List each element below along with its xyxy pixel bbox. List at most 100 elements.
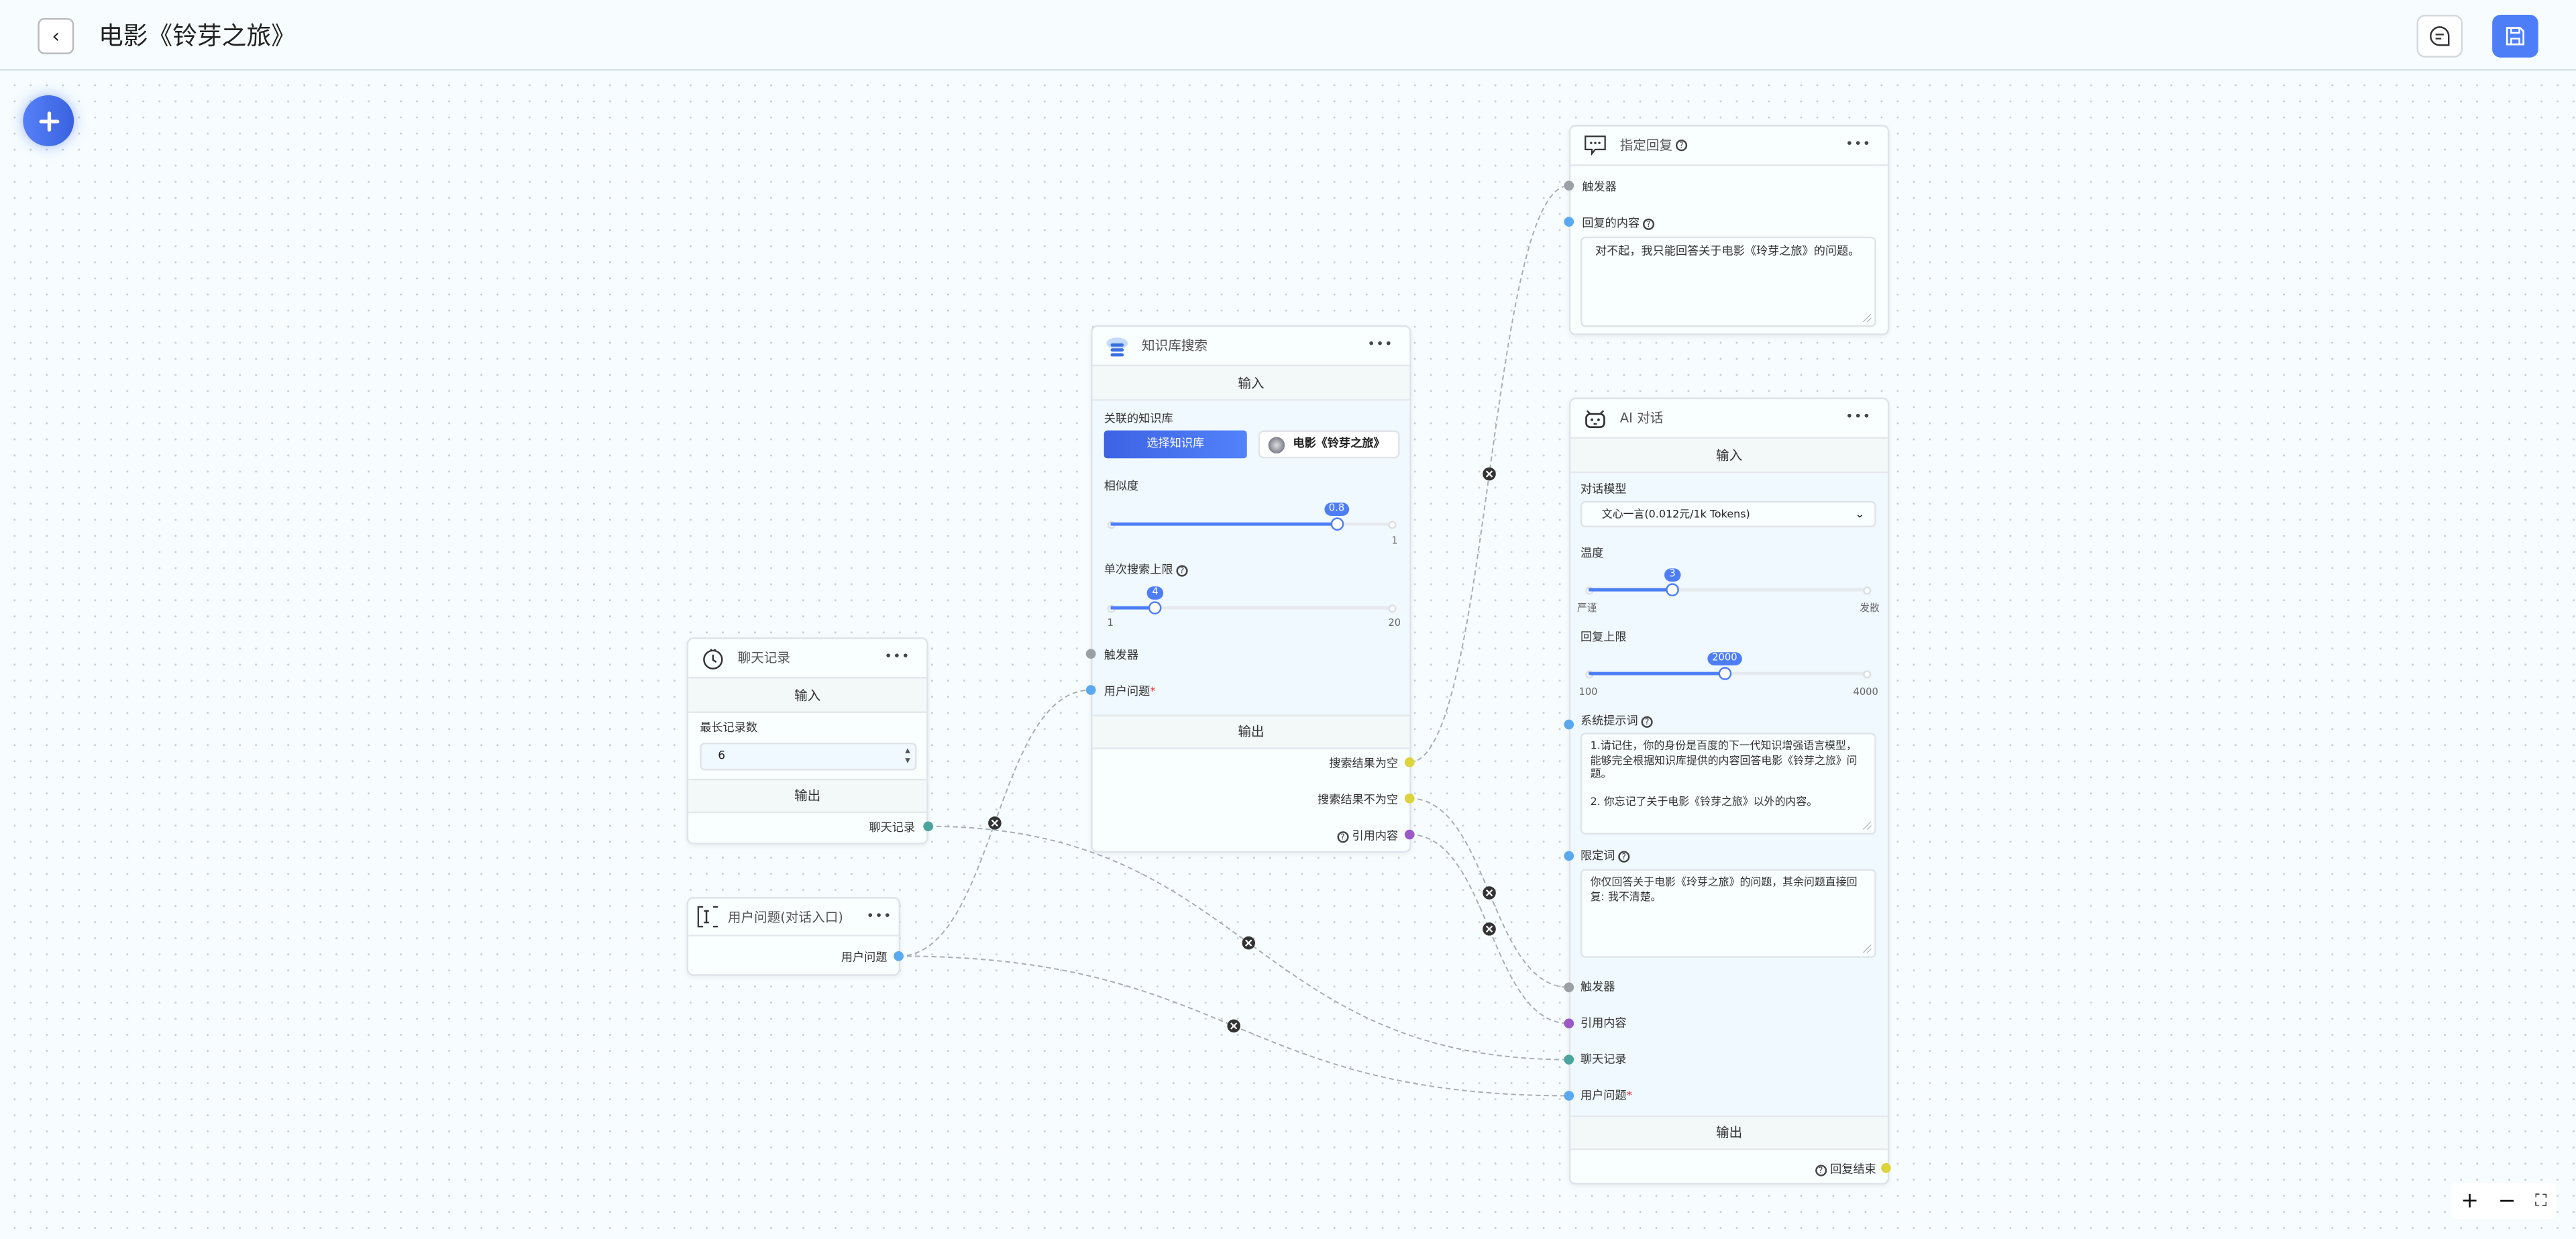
node-title: 聊天记录	[737, 650, 790, 665]
chevron-down-icon: ⌄	[1855, 507, 1865, 521]
slider-thumb[interactable]	[1666, 583, 1679, 596]
node-header[interactable]: 聊天记录 •••	[688, 639, 927, 679]
help-icon[interactable]: ?	[1176, 564, 1188, 576]
ai-chat-node[interactable]: AI 对话 ••• 输入 对话模型 文心一言(0.012元/1k Tokens)…	[1568, 397, 1890, 1185]
connection-handle[interactable]	[1404, 793, 1415, 804]
quote-label: 引用内容	[1580, 1016, 1627, 1030]
slider-min: 100	[1578, 686, 1598, 698]
connection-handle[interactable]	[923, 821, 934, 832]
zoom-out-button[interactable]: −	[2498, 1188, 2516, 1214]
user-question-node[interactable]: 用户问题(对话入口) ••• 用户问题	[686, 897, 901, 976]
connection-handle[interactable]	[1404, 829, 1415, 840]
connection-handle[interactable]	[1564, 982, 1574, 993]
message-icon	[1584, 134, 1607, 157]
kb-chip[interactable]: 电影《铃芽之旅》	[1258, 430, 1400, 459]
slider-thumb[interactable]	[1148, 601, 1162, 614]
help-icon[interactable]: ?	[1815, 1164, 1827, 1176]
system-prompt-textarea[interactable]: 1.请记住，你的身份是百度的下一代知识增强语言模型，能够完全根据知识库提供的内容…	[1580, 733, 1876, 835]
edge[interactable]	[1409, 798, 1569, 988]
more-options-icon[interactable]: •••	[1367, 337, 1393, 352]
connection-handle[interactable]	[1564, 719, 1574, 730]
help-icon[interactable]: ?	[1336, 830, 1349, 843]
model-label: 对话模型	[1580, 483, 1627, 496]
node-header[interactable]: 用户问题(对话入口) •••	[688, 899, 899, 936]
node-header[interactable]: AI 对话 •••	[1570, 399, 1888, 439]
model-select[interactable]: 文心一言(0.012元/1k Tokens) ⌄	[1580, 500, 1876, 528]
text-input-icon	[696, 905, 719, 928]
node-title: 用户问题(对话入口)	[727, 909, 843, 924]
trigger-label: 触发器	[1582, 180, 1617, 194]
connection-handle[interactable]	[1564, 217, 1574, 227]
trigger-label: 触发器	[1580, 981, 1615, 994]
kb-avatar	[1268, 437, 1285, 453]
max-records-value: 6	[718, 749, 726, 763]
number-stepper[interactable]: ▲▼	[905, 745, 910, 764]
connection-handle[interactable]	[894, 951, 904, 961]
delete-edge-icon[interactable]	[1483, 886, 1496, 900]
help-icon[interactable]: ?	[1641, 715, 1653, 727]
max-tokens-slider[interactable]: 2000	[1585, 652, 1872, 680]
limit-slider[interactable]: 4	[1107, 586, 1397, 614]
trigger-label: 触发器	[1104, 649, 1139, 662]
slider-min: 1	[1107, 617, 1114, 629]
help-icon[interactable]: ?	[1618, 850, 1630, 862]
node-header[interactable]: 知识库搜索 •••	[1092, 327, 1410, 367]
limit-prompt-textarea[interactable]: 你仅回答关于电影《玲芽之旅》的问题，其余问题直接回复: 我不清楚。	[1580, 869, 1876, 958]
delete-edge-icon[interactable]	[1227, 1019, 1240, 1033]
zoom-in-button[interactable]: +	[2461, 1188, 2479, 1214]
output-section-header: 输出	[688, 778, 927, 814]
output-quote-label: 引用内容	[1352, 829, 1399, 843]
kb-search-node[interactable]: 知识库搜索 ••• 输入 关联的知识库 选择知识库 电影《铃芽之旅》 相似度 0…	[1091, 325, 1411, 853]
edge[interactable]	[1409, 184, 1569, 763]
chat-test-button[interactable]	[2416, 15, 2463, 58]
chat-history-node[interactable]: 聊天记录 ••• 输入 最长记录数 6 ▲▼ 输出 聊天记录	[686, 637, 928, 845]
system-prompt-label: 系统提示词	[1580, 714, 1638, 728]
fullscreen-button[interactable]: ⛶	[2535, 1191, 2547, 1210]
connection-handle[interactable]	[1085, 685, 1096, 695]
edge[interactable]	[898, 955, 1569, 1097]
reply-node[interactable]: 指定回复? ••• 触发器 回复的内容? 对不起，我只能回答关于电影《玲芽之旅》…	[1568, 125, 1890, 335]
edge[interactable]	[928, 825, 1569, 1061]
reply-content-textarea[interactable]: 对不起，我只能回答关于电影《玲芽之旅》的问题。	[1580, 236, 1876, 327]
slider-thumb[interactable]	[1330, 517, 1344, 531]
more-options-icon[interactable]: •••	[1845, 136, 1872, 152]
similarity-slider[interactable]: 0.8	[1107, 502, 1397, 531]
slider-value: 4	[1147, 586, 1164, 600]
add-node-button[interactable]	[23, 95, 74, 146]
output-empty-label: 搜索结果为空	[1329, 757, 1399, 771]
max-records-label: 最长记录数	[700, 721, 757, 735]
slider-thumb[interactable]	[1718, 667, 1731, 680]
plus-icon	[38, 111, 59, 131]
output-section-header: 输出	[1570, 1115, 1888, 1150]
connection-handle[interactable]	[1564, 1091, 1574, 1101]
temperature-slider[interactable]: 3	[1585, 568, 1872, 596]
delete-edge-icon[interactable]	[1483, 467, 1496, 481]
more-options-icon[interactable]: •••	[1845, 409, 1872, 424]
edge[interactable]	[1409, 834, 1569, 1024]
input-section-header: 输入	[1570, 438, 1888, 474]
help-icon[interactable]: ?	[1675, 140, 1688, 152]
delete-edge-icon[interactable]	[1242, 936, 1256, 950]
back-button[interactable]: ‹	[38, 17, 74, 54]
output-question-label: 用户问题	[841, 951, 888, 965]
more-options-icon[interactable]: •••	[884, 649, 910, 664]
delete-edge-icon[interactable]	[1483, 922, 1496, 936]
node-title: AI 对话	[1619, 411, 1664, 426]
connection-handle[interactable]	[1404, 757, 1415, 767]
delete-edge-icon[interactable]	[988, 816, 1002, 830]
slider-max: 发散	[1860, 602, 1880, 614]
connection-handle[interactable]	[1564, 1055, 1574, 1065]
select-kb-button[interactable]: 选择知识库	[1104, 430, 1247, 459]
connection-handle[interactable]	[1564, 180, 1574, 191]
more-options-icon[interactable]: •••	[866, 908, 892, 924]
slider-value: 3	[1664, 568, 1681, 582]
max-records-input[interactable]: 6 ▲▼	[700, 742, 917, 771]
save-button[interactable]	[2492, 15, 2538, 58]
connection-handle[interactable]	[1564, 1018, 1574, 1029]
help-icon[interactable]: ?	[1643, 217, 1655, 229]
connection-handle[interactable]	[1085, 649, 1096, 659]
connection-handle[interactable]	[1881, 1163, 1891, 1173]
node-header[interactable]: 指定回复? •••	[1570, 127, 1888, 166]
connection-handle[interactable]	[1564, 851, 1574, 861]
